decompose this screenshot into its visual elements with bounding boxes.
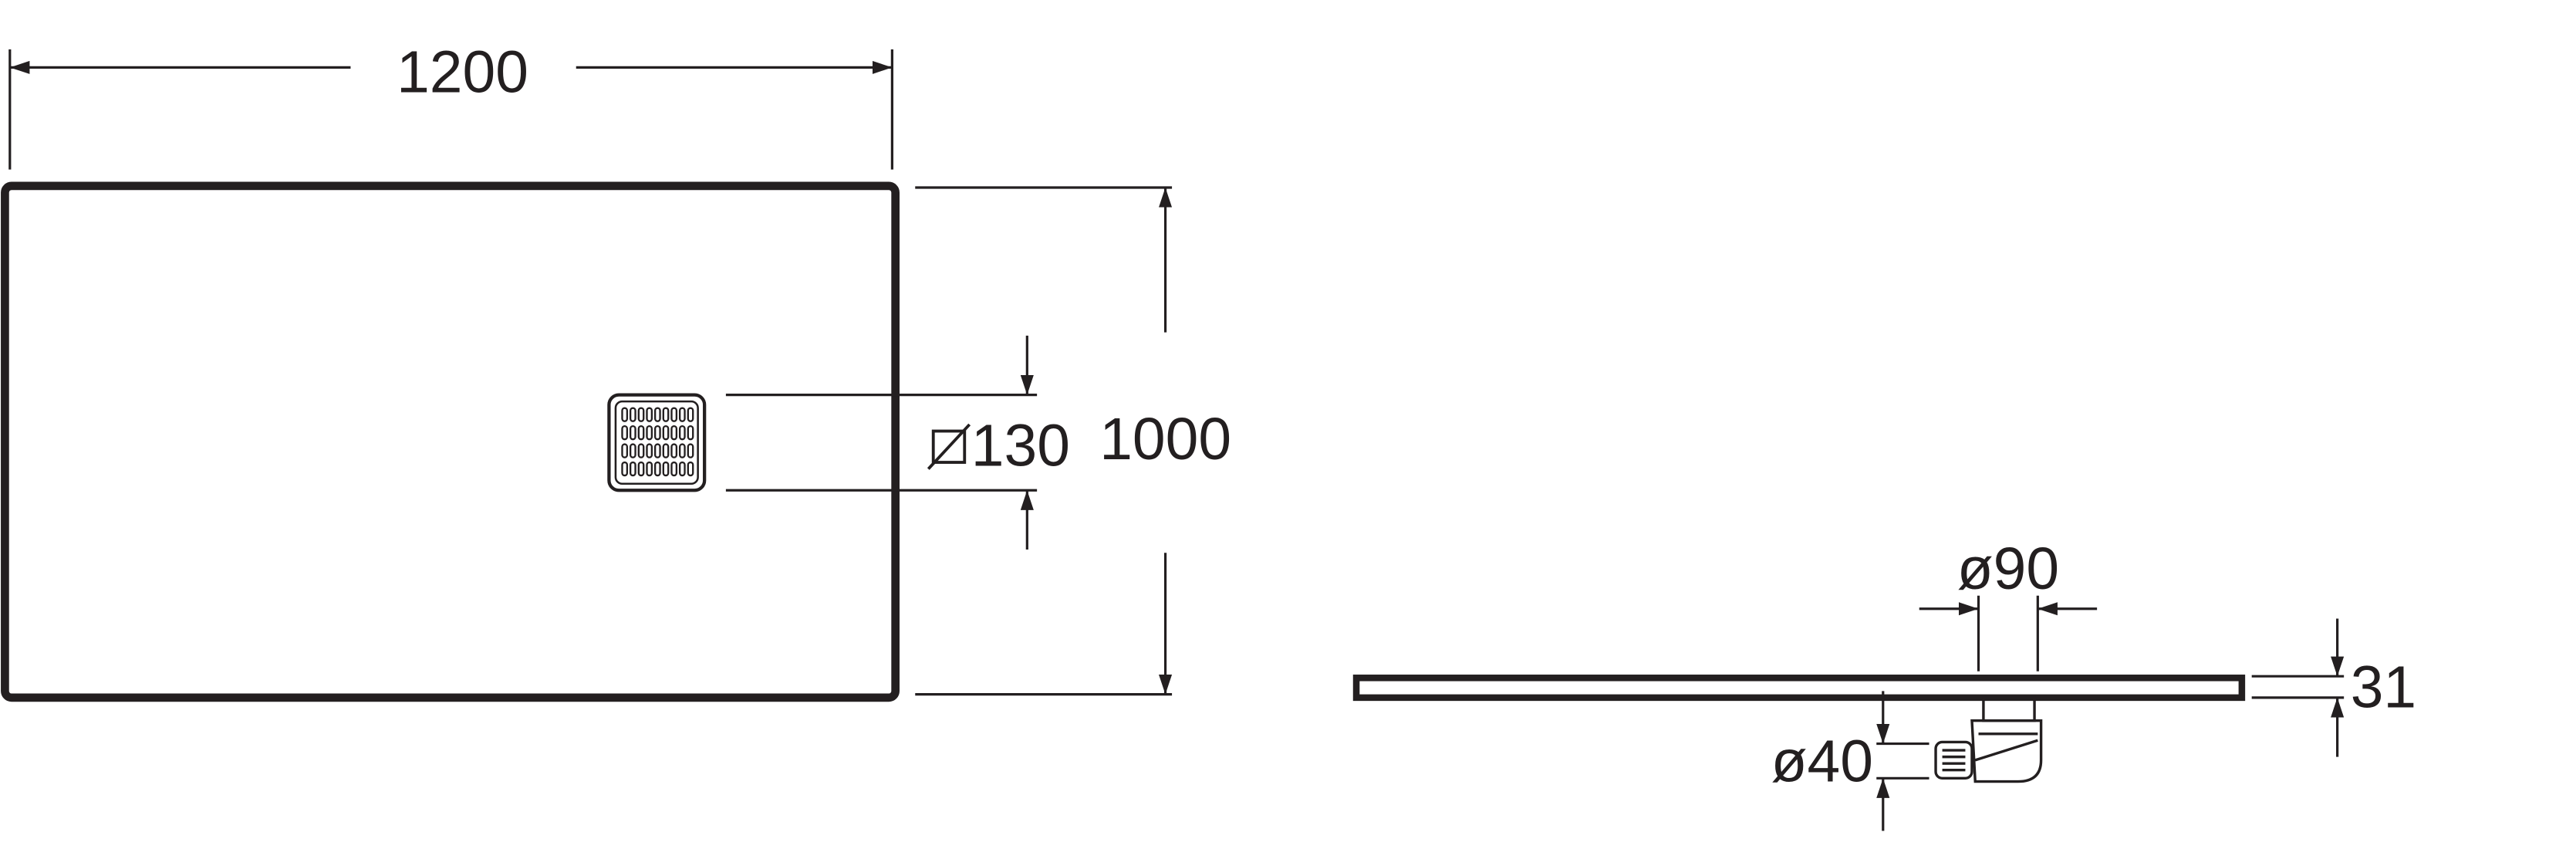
- drain-dimension: [725, 335, 1038, 550]
- grate-slot: [637, 424, 645, 441]
- grate-slot: [629, 461, 636, 477]
- grate-slot: [687, 443, 694, 458]
- grate-slot: [670, 407, 678, 422]
- grate-slot: [662, 407, 670, 422]
- grate-slot: [687, 407, 694, 422]
- drain-grate-icon: [607, 393, 707, 492]
- grate-slot: [621, 443, 629, 458]
- grate-slot: [621, 461, 629, 477]
- grate-slot: [687, 424, 694, 441]
- side-view: [1352, 595, 2345, 831]
- waste-diameter-label: ø40: [1771, 729, 1873, 795]
- grate-slots: [621, 407, 694, 477]
- grate-slot: [646, 407, 653, 422]
- grate-slot: [653, 443, 661, 458]
- tray-outline: [1, 181, 900, 702]
- grate-slot: [653, 424, 661, 441]
- grate-slot: [629, 424, 636, 441]
- grate-slot: [678, 424, 686, 441]
- grate-slot: [662, 443, 670, 458]
- grate-slot: [629, 443, 636, 458]
- grate-slot: [629, 407, 636, 422]
- grate-slot: [662, 424, 670, 441]
- grate-slot: [653, 407, 661, 422]
- grate-slot: [621, 424, 629, 441]
- square-diameter-icon: [927, 423, 971, 470]
- grate-slot: [670, 461, 678, 477]
- grate-slot: [646, 424, 653, 441]
- grate-slot: [646, 443, 653, 458]
- width-label: 1200: [397, 39, 528, 105]
- height-label: 31: [2351, 655, 2416, 721]
- outlet-diameter-label: ø90: [1957, 536, 2059, 602]
- grate-slot: [678, 461, 686, 477]
- grate-slot: [621, 407, 629, 422]
- depth-label: 1000: [1099, 407, 1231, 472]
- grate-slot: [637, 461, 645, 477]
- drain-size-label: 130: [971, 413, 1070, 479]
- waste-trap-icon: [1934, 696, 2043, 783]
- grate-slot: [662, 461, 670, 477]
- outlet-dimension: [1919, 595, 2098, 671]
- grate-slot: [653, 461, 661, 477]
- height-dimension: [2251, 618, 2345, 757]
- grate-slot: [646, 461, 653, 477]
- waste-dimension: [1876, 691, 1929, 831]
- width-dimension: [8, 49, 893, 170]
- grate-slot: [678, 407, 686, 422]
- grate-slot: [670, 443, 678, 458]
- grate-slot: [678, 443, 686, 458]
- grate-slot: [637, 443, 645, 458]
- grate-slot: [670, 424, 678, 441]
- tray-profile: [1352, 675, 2246, 702]
- grate-slot: [637, 407, 645, 422]
- plan-view: [1, 49, 1173, 702]
- grate-slot: [687, 461, 694, 477]
- depth-dimension: [915, 186, 1173, 696]
